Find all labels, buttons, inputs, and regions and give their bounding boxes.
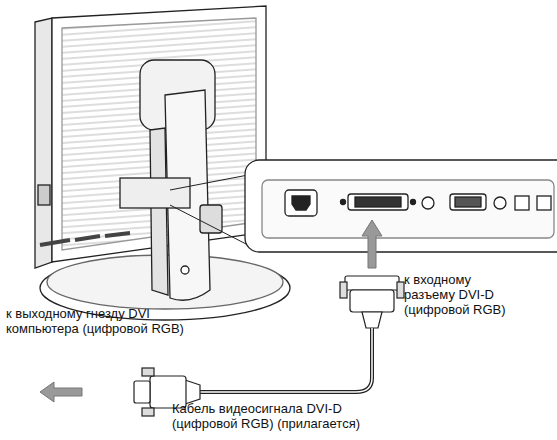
power-socket-pins: [292, 196, 310, 210]
cable-highlight: [200, 328, 372, 392]
insert-arrow: [362, 220, 382, 268]
strain-relief: [362, 312, 382, 328]
monitor-side: [35, 18, 52, 268]
inset-frame: [245, 160, 557, 252]
power-socket: [285, 190, 317, 216]
thumb-screw: [397, 282, 404, 298]
usb-port: [537, 196, 551, 210]
plug-face: [134, 381, 150, 403]
usb-port: [515, 196, 529, 210]
dvi-plug-monitor: [340, 276, 404, 328]
screw: [411, 200, 416, 205]
panel-surface: [262, 180, 554, 238]
stand-hole: [181, 266, 189, 274]
inset-leaders: [170, 175, 248, 245]
control-buttons: [40, 233, 130, 245]
dvi-cable: [200, 328, 372, 392]
audio-jack: [494, 197, 506, 209]
stand-side: [150, 128, 168, 295]
strain-relief: [185, 380, 200, 404]
leader-line: [170, 205, 248, 245]
callout-label: к входному разъему DVI-D (цифровой RGB): [404, 272, 516, 317]
callout-label: Кабель видеосигнала DVI-D (цифровой RGB)…: [172, 401, 390, 431]
vga-port: [450, 194, 486, 210]
power-switch: [38, 185, 50, 205]
cable-holder: [200, 205, 222, 233]
dvi-port-pins: [355, 197, 401, 207]
screw: [341, 200, 346, 205]
vga-port-pins: [455, 197, 481, 207]
plug-body: [350, 290, 394, 312]
thumb-screw: [142, 408, 154, 416]
thumb-screw: [142, 368, 154, 376]
connector-strip: [120, 178, 190, 208]
leader-line: [170, 175, 248, 190]
audio-jack: [422, 197, 434, 209]
plug-face: [345, 276, 399, 290]
callout-label: к выходному гнезду DVI компьютера (цифро…: [6, 306, 198, 336]
dvi-port: [348, 194, 408, 210]
direction-arrow: [40, 382, 82, 402]
connector-panel: [245, 160, 557, 252]
thumb-screw: [340, 282, 347, 298]
